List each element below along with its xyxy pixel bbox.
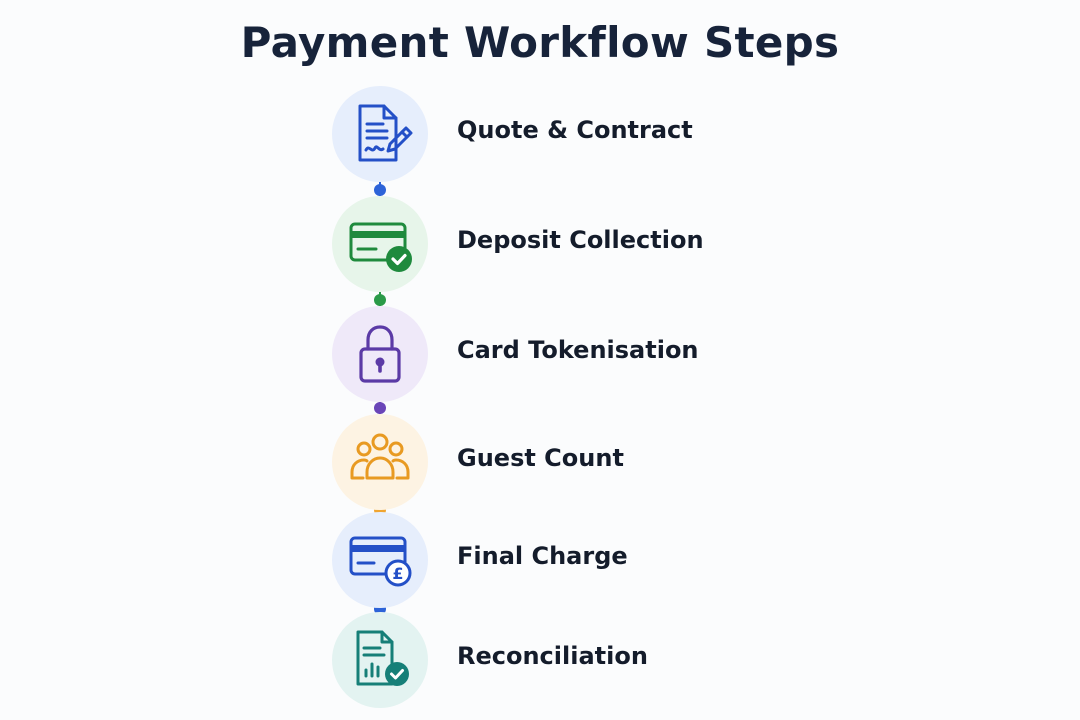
step-label: Final Charge [457, 542, 628, 570]
step-badge [332, 612, 428, 708]
step-badge [332, 414, 428, 510]
step-label: Card Tokenisation [457, 336, 699, 364]
contract-document-pen-icon [358, 104, 413, 162]
step-label: Guest Count [457, 444, 624, 472]
report-chart-check-icon [356, 630, 409, 686]
people-group-icon [350, 433, 410, 480]
step-badge [332, 196, 428, 292]
connector-dot-1 [374, 184, 386, 196]
connector-dot-2 [374, 294, 386, 306]
card-pound-icon: £ [349, 536, 412, 587]
credit-card-check-icon [349, 222, 412, 272]
step-label: Quote & Contract [457, 116, 693, 144]
step-label: Deposit Collection [457, 226, 704, 254]
connector-dot-3 [374, 402, 386, 414]
step-badge [332, 86, 428, 182]
step-label: Reconciliation [457, 642, 648, 670]
page-title: Payment Workflow Steps [240, 18, 840, 67]
step-badge: £ [332, 512, 428, 608]
step-badge [332, 306, 428, 402]
padlock-icon [359, 325, 401, 383]
svg-text:£: £ [392, 564, 403, 583]
